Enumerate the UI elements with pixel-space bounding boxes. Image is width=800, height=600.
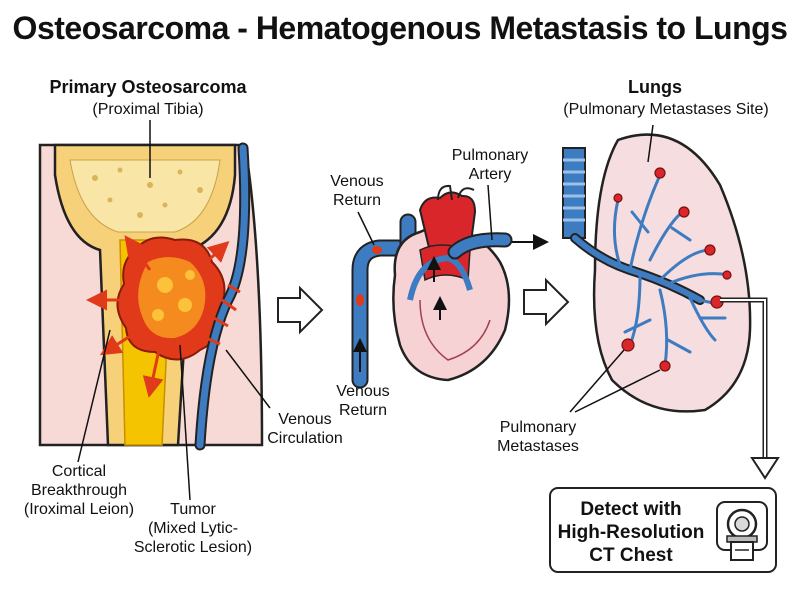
tumor-spread-arrows xyxy=(86,235,230,398)
lungs-subheading: (Pulmonary Metastases Site) xyxy=(563,101,769,118)
flow-arrow-bone-to-heart xyxy=(277,285,324,335)
ct-line-2: High-Resolution xyxy=(557,522,705,543)
bronchial-tree xyxy=(570,173,732,367)
flow-arrow-heart-to-lungs xyxy=(523,277,570,327)
diagram-title: Osteosarcoma - Hematogenous Metastasis t… xyxy=(12,10,788,46)
ct-detection-box: Detect with High-Resolution CT Chest xyxy=(549,487,777,573)
bone-heading: Primary Osteosarcoma xyxy=(49,77,247,97)
venous-return-bottom-label: Venous Return xyxy=(336,383,390,419)
heart-pointer-lines xyxy=(357,184,493,246)
tibia-vein xyxy=(194,142,251,451)
heart xyxy=(392,184,511,382)
ct-scanner-icon xyxy=(716,501,768,561)
lung-pointer-lines xyxy=(569,124,661,413)
lung-to-ct-arrow xyxy=(720,297,780,480)
cortical-label: Cortical Breakthrough (Iroximal Leion) xyxy=(23,463,135,518)
bone-pointer-lines xyxy=(77,120,271,501)
tumor-label: Tumor (Mixed Lytic- Sclerotic Lesion) xyxy=(133,501,253,556)
trachea xyxy=(562,147,586,239)
lungs-heading: Lungs xyxy=(628,77,682,97)
tumor-mass xyxy=(116,236,226,361)
pulmonary-artery-label: Pulmonary Artery xyxy=(451,147,529,183)
bone-subheading: (Proximal Tibia) xyxy=(92,101,204,118)
ct-line-1: Detect with xyxy=(580,499,682,520)
venous-return-top-label: Venous Return xyxy=(330,173,384,209)
ct-line-3: CT Chest xyxy=(589,545,673,566)
pulmonary-metastases-label: Pulmonary Metastases xyxy=(497,419,579,455)
venous-circulation-label: Venous Circulation xyxy=(267,411,343,447)
pulmonary-artery xyxy=(447,232,549,260)
